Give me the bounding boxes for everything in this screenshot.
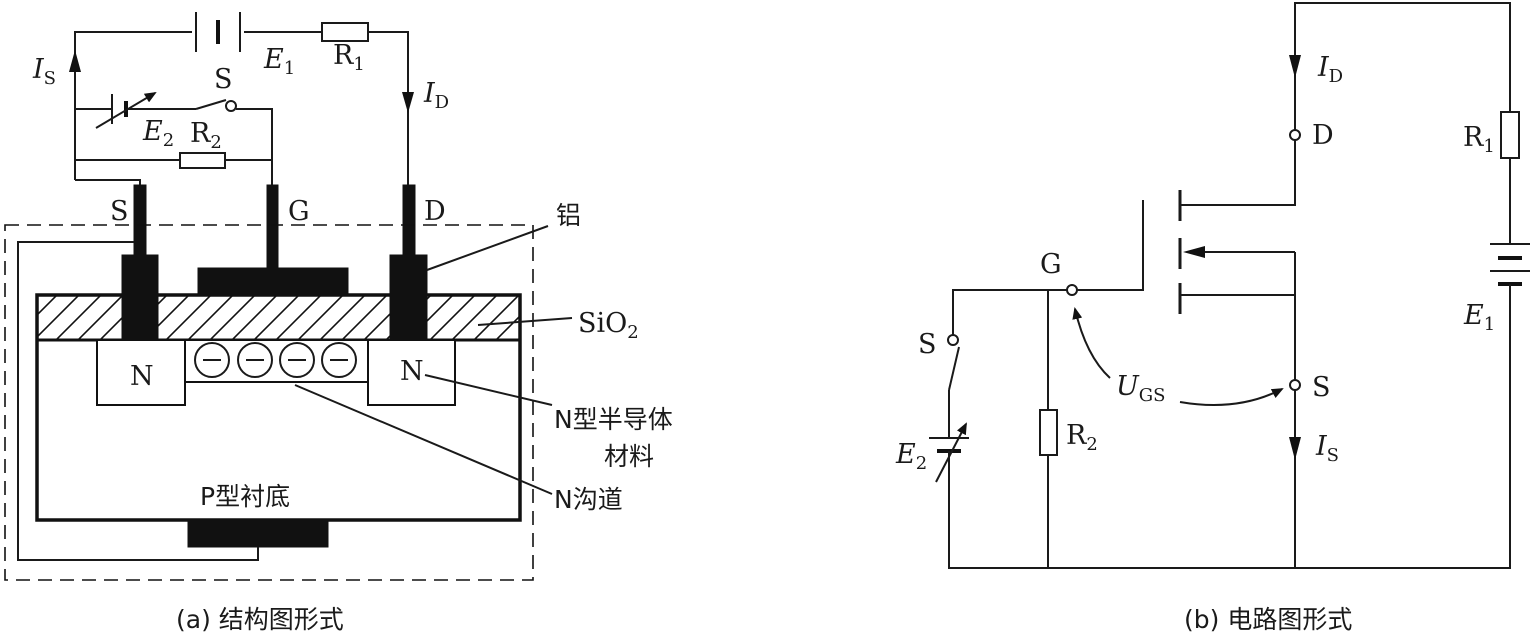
resistor-r1-symbol <box>321 22 369 42</box>
drain-terminal-node <box>1289 129 1301 141</box>
source-current-arrow <box>69 50 81 72</box>
resistor-r2-symbol <box>179 152 226 169</box>
drain-connection <box>1181 140 1296 206</box>
n-material-label-line2: 材料 <box>604 442 654 471</box>
n-region-left-label: N <box>130 361 154 392</box>
circuit-view: ID D R1 E1 G S E2 R2 UGS S IS (b) 电路图形式 <box>895 2 1530 634</box>
substrate-electrode <box>187 519 329 548</box>
ugs-label: UGS <box>1116 371 1165 406</box>
drain-current-arrow <box>1289 55 1301 78</box>
electron-mark <box>194 342 230 378</box>
resistor-r1-label: R1 <box>1463 122 1495 157</box>
oxide-leader <box>477 317 573 326</box>
battery-e1-label: E1 <box>263 44 295 79</box>
source-terminal-label: S <box>1312 372 1331 403</box>
drain-aluminum-contact <box>389 254 428 342</box>
n-region-right-label: N <box>400 356 424 387</box>
oxide-label: SiO2 <box>578 308 639 343</box>
gate-terminal-node <box>1066 284 1078 296</box>
source-terminal-label: S <box>110 196 129 227</box>
n-channel-region <box>184 339 369 383</box>
aluminum-leader <box>426 225 549 271</box>
source-current-label: IS <box>32 54 56 89</box>
electron-mark <box>279 342 315 378</box>
source-current-label: IS <box>1315 431 1339 466</box>
n-channel-leader <box>294 384 553 495</box>
device-outline <box>4 224 534 581</box>
gate-terminal-label: G <box>1040 249 1062 280</box>
battery-e1-symbol <box>195 12 241 52</box>
battery-e2-label: E2 <box>895 439 927 474</box>
aluminum-label: 铝 <box>556 201 581 230</box>
battery-e1-label: E1 <box>1463 300 1495 335</box>
source-current-arrow <box>1289 437 1301 460</box>
structure-view: IS E1 R1 ID S E2 R2 S G D 铝 SiO2 N N N型半… <box>4 12 673 634</box>
source-aluminum-contact <box>121 254 159 342</box>
switch-label: S <box>214 64 233 95</box>
battery-e1-symbol <box>1490 243 1530 286</box>
resistor-r2-symbol <box>1039 409 1058 456</box>
gate-bias-wire <box>952 289 1067 335</box>
electron-mark <box>237 342 273 378</box>
drain-current-arrow <box>402 92 414 113</box>
n-material-leader <box>424 374 553 406</box>
top-circuit-wire <box>74 31 409 185</box>
n-material-label-line1: N型半导体 <box>554 405 673 434</box>
n-channel-label: N沟道 <box>554 485 623 514</box>
substrate-label: P型衬底 <box>200 482 290 511</box>
n-region-source <box>96 339 186 406</box>
ugs-arrow-to-gate <box>1072 307 1111 379</box>
gate-bias-wire <box>75 108 273 186</box>
drain-current-label: ID <box>423 78 449 113</box>
substrate-arrowhead <box>1183 246 1205 258</box>
source-lead <box>133 184 147 258</box>
battery-e2-symbol <box>95 91 157 129</box>
drain-lead <box>402 184 416 258</box>
drain-terminal-label: D <box>424 196 446 227</box>
switch-s-symbol <box>947 334 960 391</box>
resistor-r2-label: R2 <box>1066 420 1098 455</box>
structure-caption: (a) 结构图形式 <box>176 605 344 634</box>
gate-metal <box>197 267 349 296</box>
gate-electrode <box>1077 200 1144 291</box>
source-terminal-node <box>1289 379 1301 391</box>
return-wire <box>948 284 1511 569</box>
circuit-caption: (b) 电路图形式 <box>1184 605 1352 634</box>
battery-e2-label: E2 <box>142 116 174 151</box>
mosfet-symbol <box>1077 140 1296 380</box>
sio2-layer <box>35 293 522 342</box>
resistor-r1-symbol <box>1500 111 1520 159</box>
drain-current-label: ID <box>1317 52 1343 87</box>
electron-mark <box>321 342 357 378</box>
switch-label: S <box>918 329 937 360</box>
n-region-drain <box>367 339 456 406</box>
gate-terminal-label: G <box>288 196 310 227</box>
switch-s-symbol <box>195 99 237 112</box>
drain-terminal-label: D <box>1312 120 1334 151</box>
gate-lead <box>266 184 279 271</box>
ugs-arrow-to-source <box>1179 388 1284 406</box>
resistor-r2-label: R2 <box>190 118 222 153</box>
substrate-tie-wire <box>17 241 259 561</box>
resistor-r1-label: R1 <box>333 40 365 75</box>
